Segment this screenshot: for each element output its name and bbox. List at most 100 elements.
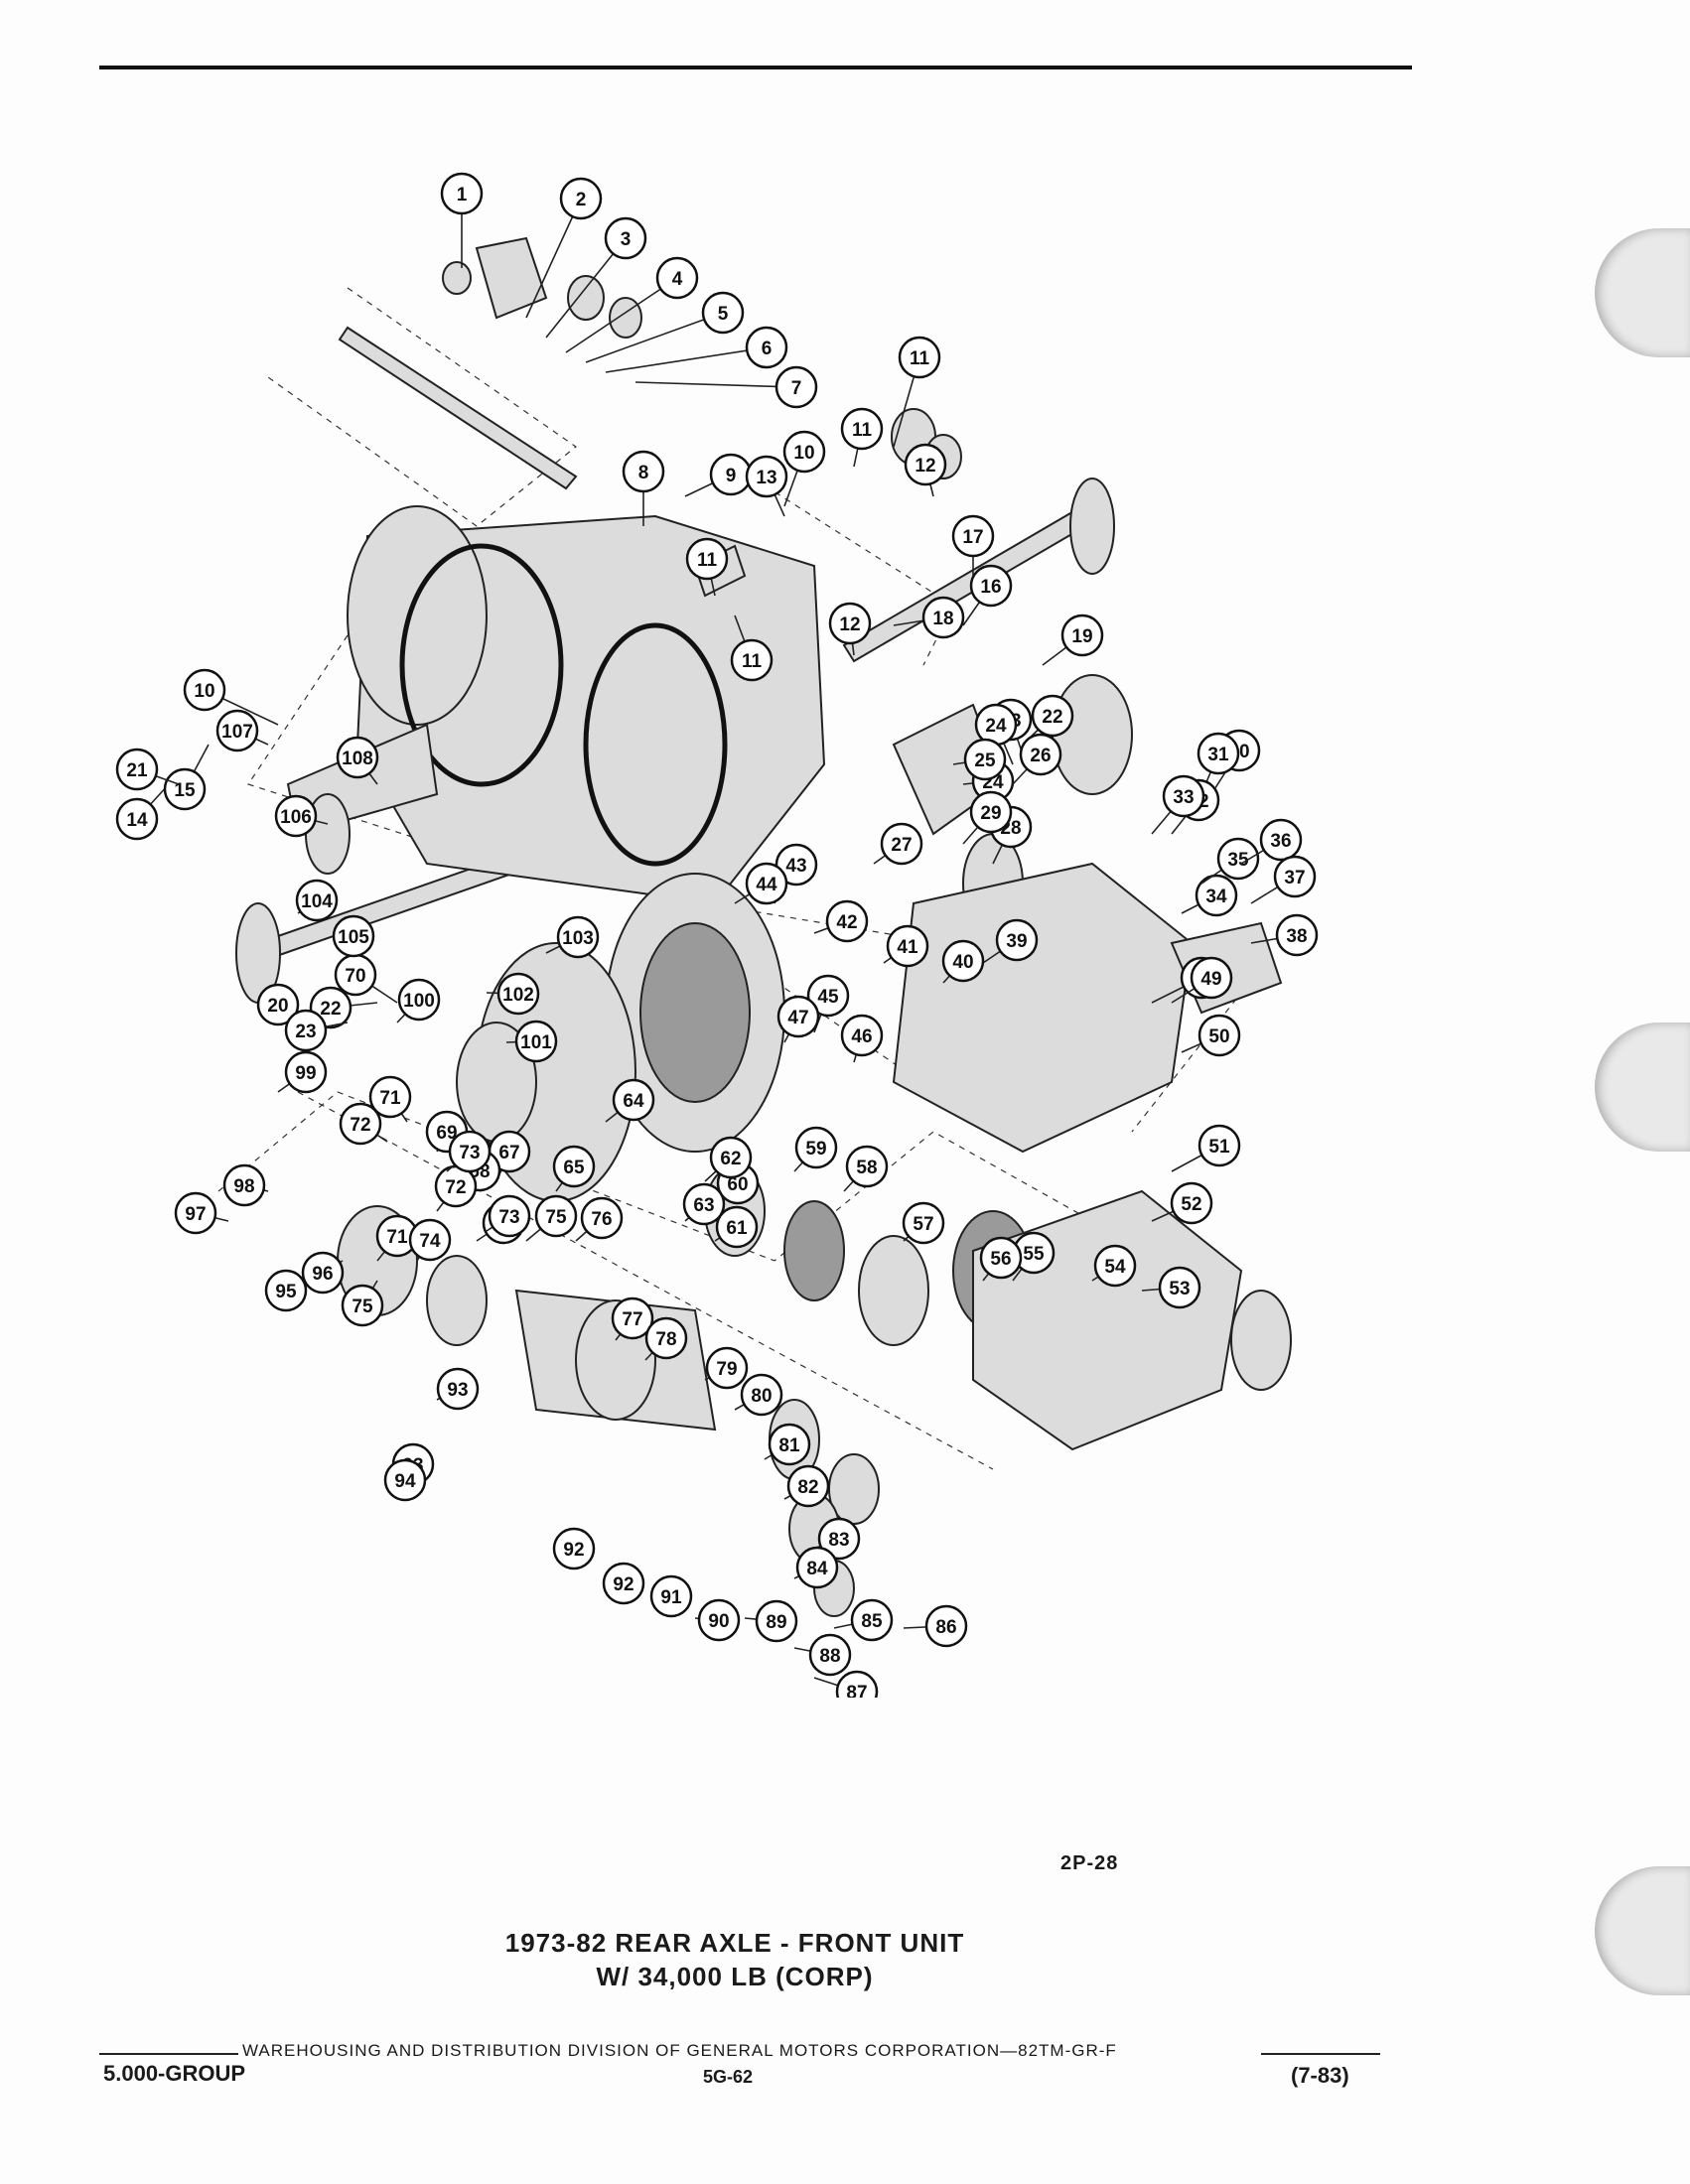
callout-circle <box>1197 732 1240 775</box>
callout-circle <box>222 1163 266 1207</box>
footer-line: WAREHOUSING AND DISTRIBUTION DIVISION OF… <box>99 2041 1380 2063</box>
callout-number: 60 <box>727 1174 748 1195</box>
callout-circle <box>850 1598 894 1642</box>
callout-circle <box>705 1346 749 1390</box>
callout-number: 82 <box>797 1477 818 1498</box>
callout-circle <box>556 915 600 959</box>
callout-number: 100 <box>403 991 435 1012</box>
callout-number: 5 <box>718 304 729 325</box>
callout-circle <box>755 1599 798 1643</box>
callout-circle <box>274 794 318 838</box>
callout-circle <box>612 1078 655 1122</box>
callout-number: 6 <box>762 339 773 359</box>
callout-number: 34 <box>1205 887 1227 907</box>
callout-circle <box>1259 818 1303 862</box>
callout-circle <box>969 564 1013 608</box>
callout-circle <box>941 939 985 983</box>
callout-number: 40 <box>952 952 973 973</box>
callout-circle <box>655 256 699 300</box>
callout-circle <box>898 336 941 379</box>
callout-number: 106 <box>280 807 312 828</box>
callout-circle <box>840 407 884 451</box>
callout-circle <box>740 1373 783 1417</box>
callout-number: 15 <box>174 780 196 801</box>
diagram-title: 1973-82 REAR AXLE - FRONT UNIT <box>504 1928 965 1958</box>
callout-number: 9 <box>726 466 737 486</box>
callout-number: 45 <box>817 987 839 1008</box>
callout-number: 107 <box>221 722 253 743</box>
callout-number: 52 <box>1181 1194 1201 1215</box>
callout-leader <box>565 277 678 353</box>
callout-circle <box>1162 774 1205 818</box>
callout-circle <box>825 899 869 943</box>
callout-circle <box>341 1284 384 1327</box>
callout-number: 37 <box>1284 868 1305 888</box>
callout-circle <box>611 1297 654 1340</box>
callout-circle <box>886 924 929 968</box>
callout-circle <box>1093 1244 1137 1288</box>
callout-number: 35 <box>1227 850 1249 871</box>
callout-number: 29 <box>980 803 1001 824</box>
callout-number: 90 <box>708 1611 729 1632</box>
callout-leader <box>525 198 582 319</box>
callout-number: 105 <box>338 927 369 948</box>
callout-number: 57 <box>913 1214 933 1235</box>
callout-circle <box>904 443 947 486</box>
callout-circle <box>1216 837 1260 881</box>
callout-number: 7 <box>791 378 802 399</box>
callout-number: 102 <box>502 985 534 1006</box>
callout-number: 104 <box>301 891 333 912</box>
callout-circle <box>1170 1181 1213 1225</box>
callout-circle <box>1158 1266 1201 1309</box>
callout-number: 11 <box>910 348 930 369</box>
callout-circle <box>301 1251 345 1295</box>
callout-circle <box>440 172 484 215</box>
callout-number: 39 <box>1006 931 1027 952</box>
callout-number: 13 <box>756 468 776 488</box>
callout-circle <box>776 995 820 1038</box>
callout-circle <box>1031 694 1074 738</box>
callout-number: 31 <box>1207 745 1229 765</box>
callout-number: 17 <box>962 527 983 548</box>
callout-circle <box>383 1458 427 1502</box>
callout-number: 76 <box>591 1209 612 1230</box>
callout-circle <box>880 822 923 866</box>
callout-circle <box>622 450 665 493</box>
callout-number: 16 <box>980 577 1001 598</box>
callout-number: 33 <box>1173 787 1194 808</box>
callout-circle <box>1275 913 1319 957</box>
callout-number: 71 <box>386 1227 408 1248</box>
callout-circle <box>514 1020 558 1063</box>
callout-circle <box>730 638 774 682</box>
callout-number: 91 <box>660 1587 682 1608</box>
callout-number: 86 <box>935 1617 956 1638</box>
callout-number: 12 <box>839 614 860 635</box>
binder-hole-icon <box>1595 1866 1690 1995</box>
callout-leader <box>545 237 627 339</box>
callout-number: 11 <box>697 550 718 571</box>
callout-leader <box>634 381 797 388</box>
callout-number: 96 <box>312 1264 333 1285</box>
callout-number: 85 <box>861 1611 883 1632</box>
callout-circle <box>496 972 540 1016</box>
callout-number: 26 <box>1030 746 1051 766</box>
callout-leader <box>605 346 768 373</box>
callout-number: 22 <box>1042 707 1062 728</box>
callout-number: 94 <box>394 1471 416 1492</box>
callout-circle <box>115 748 159 791</box>
callout-circle <box>488 1194 531 1238</box>
callout-number: 99 <box>295 1063 316 1084</box>
callout-circle <box>845 1145 889 1188</box>
footer-rule-right <box>1261 2053 1380 2055</box>
callout-number: 2 <box>576 190 587 210</box>
callout-number: 98 <box>233 1176 254 1197</box>
callout-circle <box>969 790 1013 834</box>
callout-circle <box>701 291 745 335</box>
callout-number: 42 <box>836 912 857 933</box>
top-rule <box>99 66 1412 69</box>
callout-number: 64 <box>623 1091 644 1112</box>
callout-circle <box>1060 614 1104 657</box>
callout-circle <box>604 216 647 260</box>
callout-circle <box>256 983 300 1026</box>
